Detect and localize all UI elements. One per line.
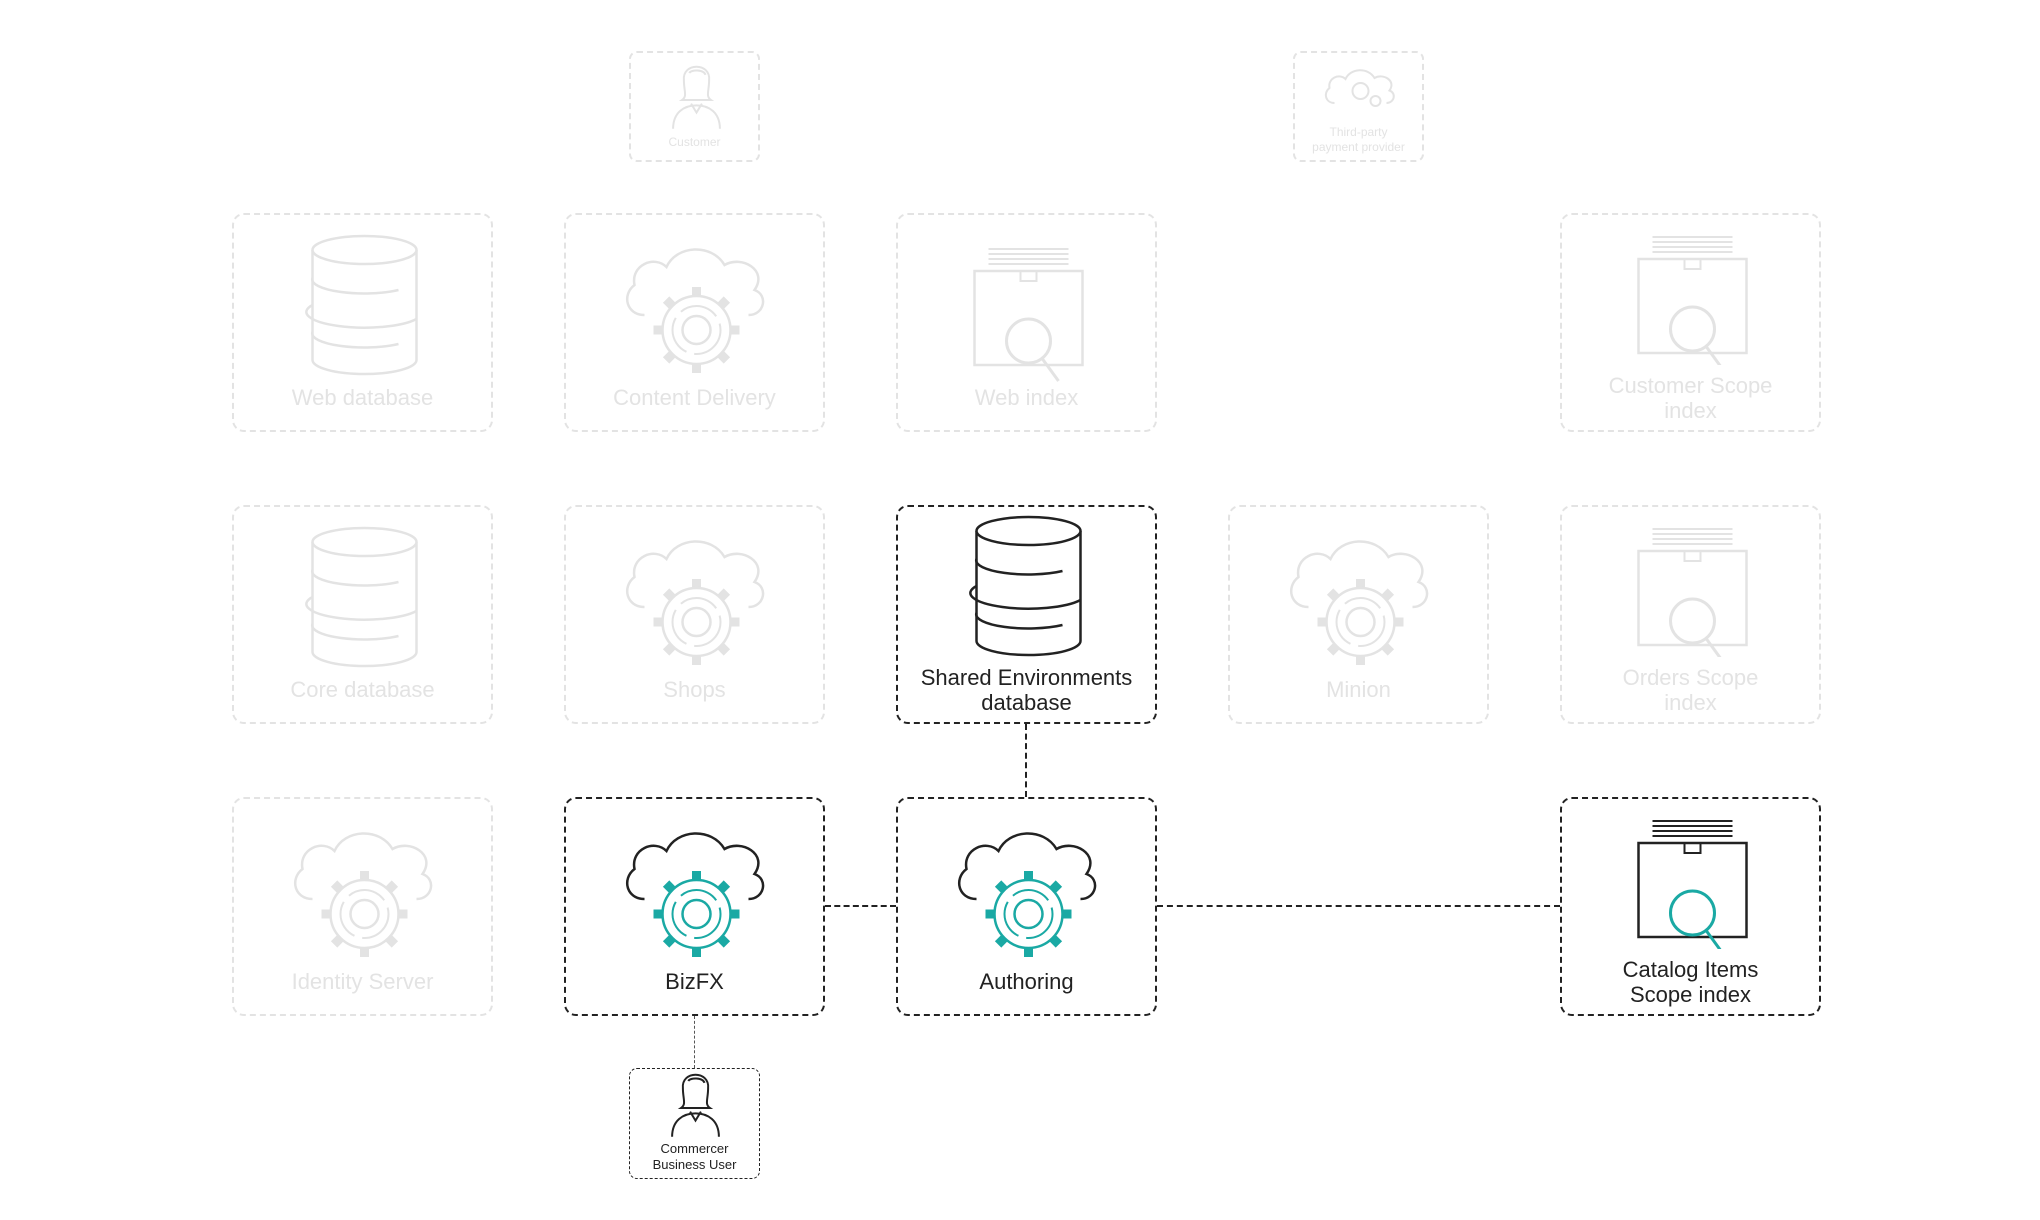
content-delivery-label: Content Delivery <box>613 385 776 410</box>
cloud-gear-icon <box>625 832 765 957</box>
payment-provider-label: Third-party payment provider <box>1312 125 1405 154</box>
connector-authoring-catalog-scope <box>1157 905 1560 907</box>
orders-scope-label: Orders Scope index <box>1622 665 1759 715</box>
cloud-gear-icon <box>625 540 765 665</box>
catalog-scope-label: Catalog Items Scope index <box>1622 957 1759 1007</box>
core-database-node: Core database <box>232 505 493 724</box>
web-database-label: Web database <box>291 385 434 410</box>
authoring-node: Authoring <box>896 797 1157 1016</box>
core-database-label: Core database <box>290 677 435 702</box>
person-icon <box>672 65 721 129</box>
minion-node: Minion <box>1228 505 1489 724</box>
cloud-gear-icon <box>1289 540 1429 665</box>
database-icon <box>305 526 418 668</box>
web-index-label: Web index <box>974 385 1079 410</box>
cloud-gears-icon <box>1324 69 1395 107</box>
bizfx-node: BizFX <box>564 797 825 1016</box>
authoring-label: Authoring <box>979 969 1074 994</box>
catalog-scope-node: Catalog Items Scope index <box>1560 797 1821 1016</box>
identity-server-node: Identity Server <box>232 797 493 1016</box>
customer-label: Customer <box>668 135 721 149</box>
connector-bizfx-commercer <box>694 1016 695 1068</box>
bizfx-label: BizFX <box>665 969 724 994</box>
commercer-label: Commercer Business User <box>652 1141 737 1172</box>
content-delivery-node: Content Delivery <box>564 213 825 432</box>
commercer-node: Commercer Business User <box>629 1068 760 1179</box>
customer-scope-node: Customer Scope index <box>1560 213 1821 432</box>
search-index-icon <box>1637 528 1748 657</box>
payment-provider-node: Third-party payment provider <box>1293 51 1424 162</box>
connector-shared-db-authoring <box>1025 724 1027 797</box>
cloud-gear-icon <box>293 832 433 957</box>
database-icon <box>969 515 1082 657</box>
cloud-gear-icon <box>625 248 765 373</box>
minion-label: Minion <box>1326 677 1391 702</box>
customer-scope-label: Customer Scope index <box>1608 373 1773 423</box>
web-database-node: Web database <box>232 213 493 432</box>
search-index-icon <box>973 248 1084 382</box>
shops-node: Shops <box>564 505 825 724</box>
web-index-node: Web index <box>896 213 1157 432</box>
identity-server-label: Identity Server <box>291 969 434 994</box>
cloud-gear-icon <box>957 832 1097 957</box>
shared-env-db-node: Shared Environments database <box>896 505 1157 724</box>
search-index-icon <box>1637 236 1748 365</box>
search-index-icon <box>1637 820 1748 949</box>
shops-label: Shops <box>663 677 726 702</box>
person-icon <box>671 1073 720 1137</box>
connector-bizfx-authoring <box>825 905 896 907</box>
customer-node: Customer <box>629 51 760 162</box>
database-icon <box>305 234 418 376</box>
orders-scope-node: Orders Scope index <box>1560 505 1821 724</box>
shared-env-db-label: Shared Environments database <box>920 665 1133 715</box>
